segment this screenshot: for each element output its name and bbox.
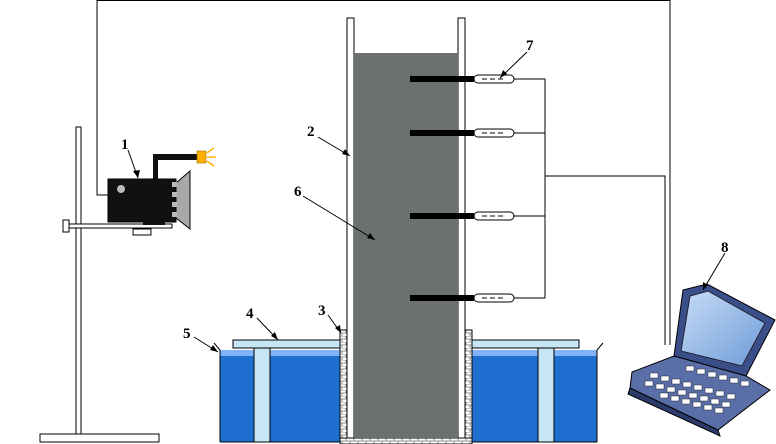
label-2: 2: [307, 124, 315, 140]
label-5: 5: [183, 326, 191, 342]
sensor-cables: [514, 78, 666, 345]
label-7: 7: [526, 38, 534, 54]
label-3: 3: [318, 303, 326, 319]
platform-left: [232, 339, 345, 443]
water-tank-left: [219, 350, 344, 443]
soil-sample: [354, 53, 458, 438]
leader-arrowheads: [133, 70, 708, 352]
probe-sensor-icon: [410, 74, 515, 303]
retort-stand: [39, 126, 173, 443]
signal-wire: [96, 0, 671, 345]
water-tank-right: [470, 350, 598, 443]
label-4: 4: [246, 306, 254, 322]
camera-icon: [107, 147, 216, 231]
label-1: 1: [121, 137, 129, 153]
laptop-icon: [627, 283, 776, 437]
label-8: 8: [721, 240, 729, 256]
label-6: 6: [294, 184, 302, 200]
